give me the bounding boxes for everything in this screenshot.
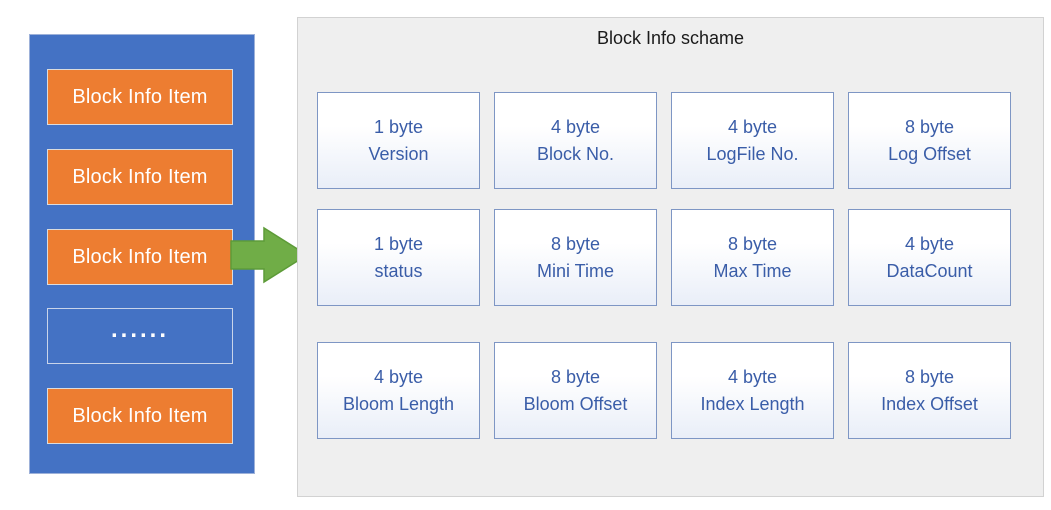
field-size: 1 byte <box>373 233 424 254</box>
field-name: Mini Time <box>536 260 614 281</box>
block-info-item: Block Info Item <box>47 388 233 444</box>
field-size: 4 byte <box>727 366 778 387</box>
field-name: status <box>374 260 423 281</box>
field-name: Bloom Offset <box>523 393 628 414</box>
block-info-item: Block Info Item <box>47 69 233 125</box>
ellipsis-item: ...... <box>47 308 233 364</box>
field-name: DataCount <box>886 260 973 281</box>
field-size: 4 byte <box>373 366 424 387</box>
field-size: 4 byte <box>727 116 778 137</box>
field-size: 8 byte <box>550 233 601 254</box>
field-name: Max Time <box>713 260 792 281</box>
field-name: Version <box>368 143 429 164</box>
block-info-item: Block Info Item <box>47 229 233 285</box>
field-name: Bloom Length <box>342 393 455 414</box>
field-size: 4 byte <box>550 116 601 137</box>
field-size: 8 byte <box>550 366 601 387</box>
panel-title: Block Info schame <box>596 28 745 48</box>
field-name: Block No. <box>536 143 615 164</box>
field-cell: 1 byte status <box>317 209 480 306</box>
field-name: Log Offset <box>888 143 971 164</box>
field-size: 4 byte <box>904 233 955 254</box>
block-info-item: Block Info Item <box>47 149 233 205</box>
field-name: Index Length <box>700 393 805 414</box>
field-size: 8 byte <box>904 366 955 387</box>
field-size: 8 byte <box>727 233 778 254</box>
field-size: 8 byte <box>904 116 955 137</box>
field-name: Index Offset <box>881 393 978 414</box>
right-arrow-icon <box>230 226 309 284</box>
field-name: LogFile No. <box>706 143 799 164</box>
field-size: 1 byte <box>373 116 424 137</box>
